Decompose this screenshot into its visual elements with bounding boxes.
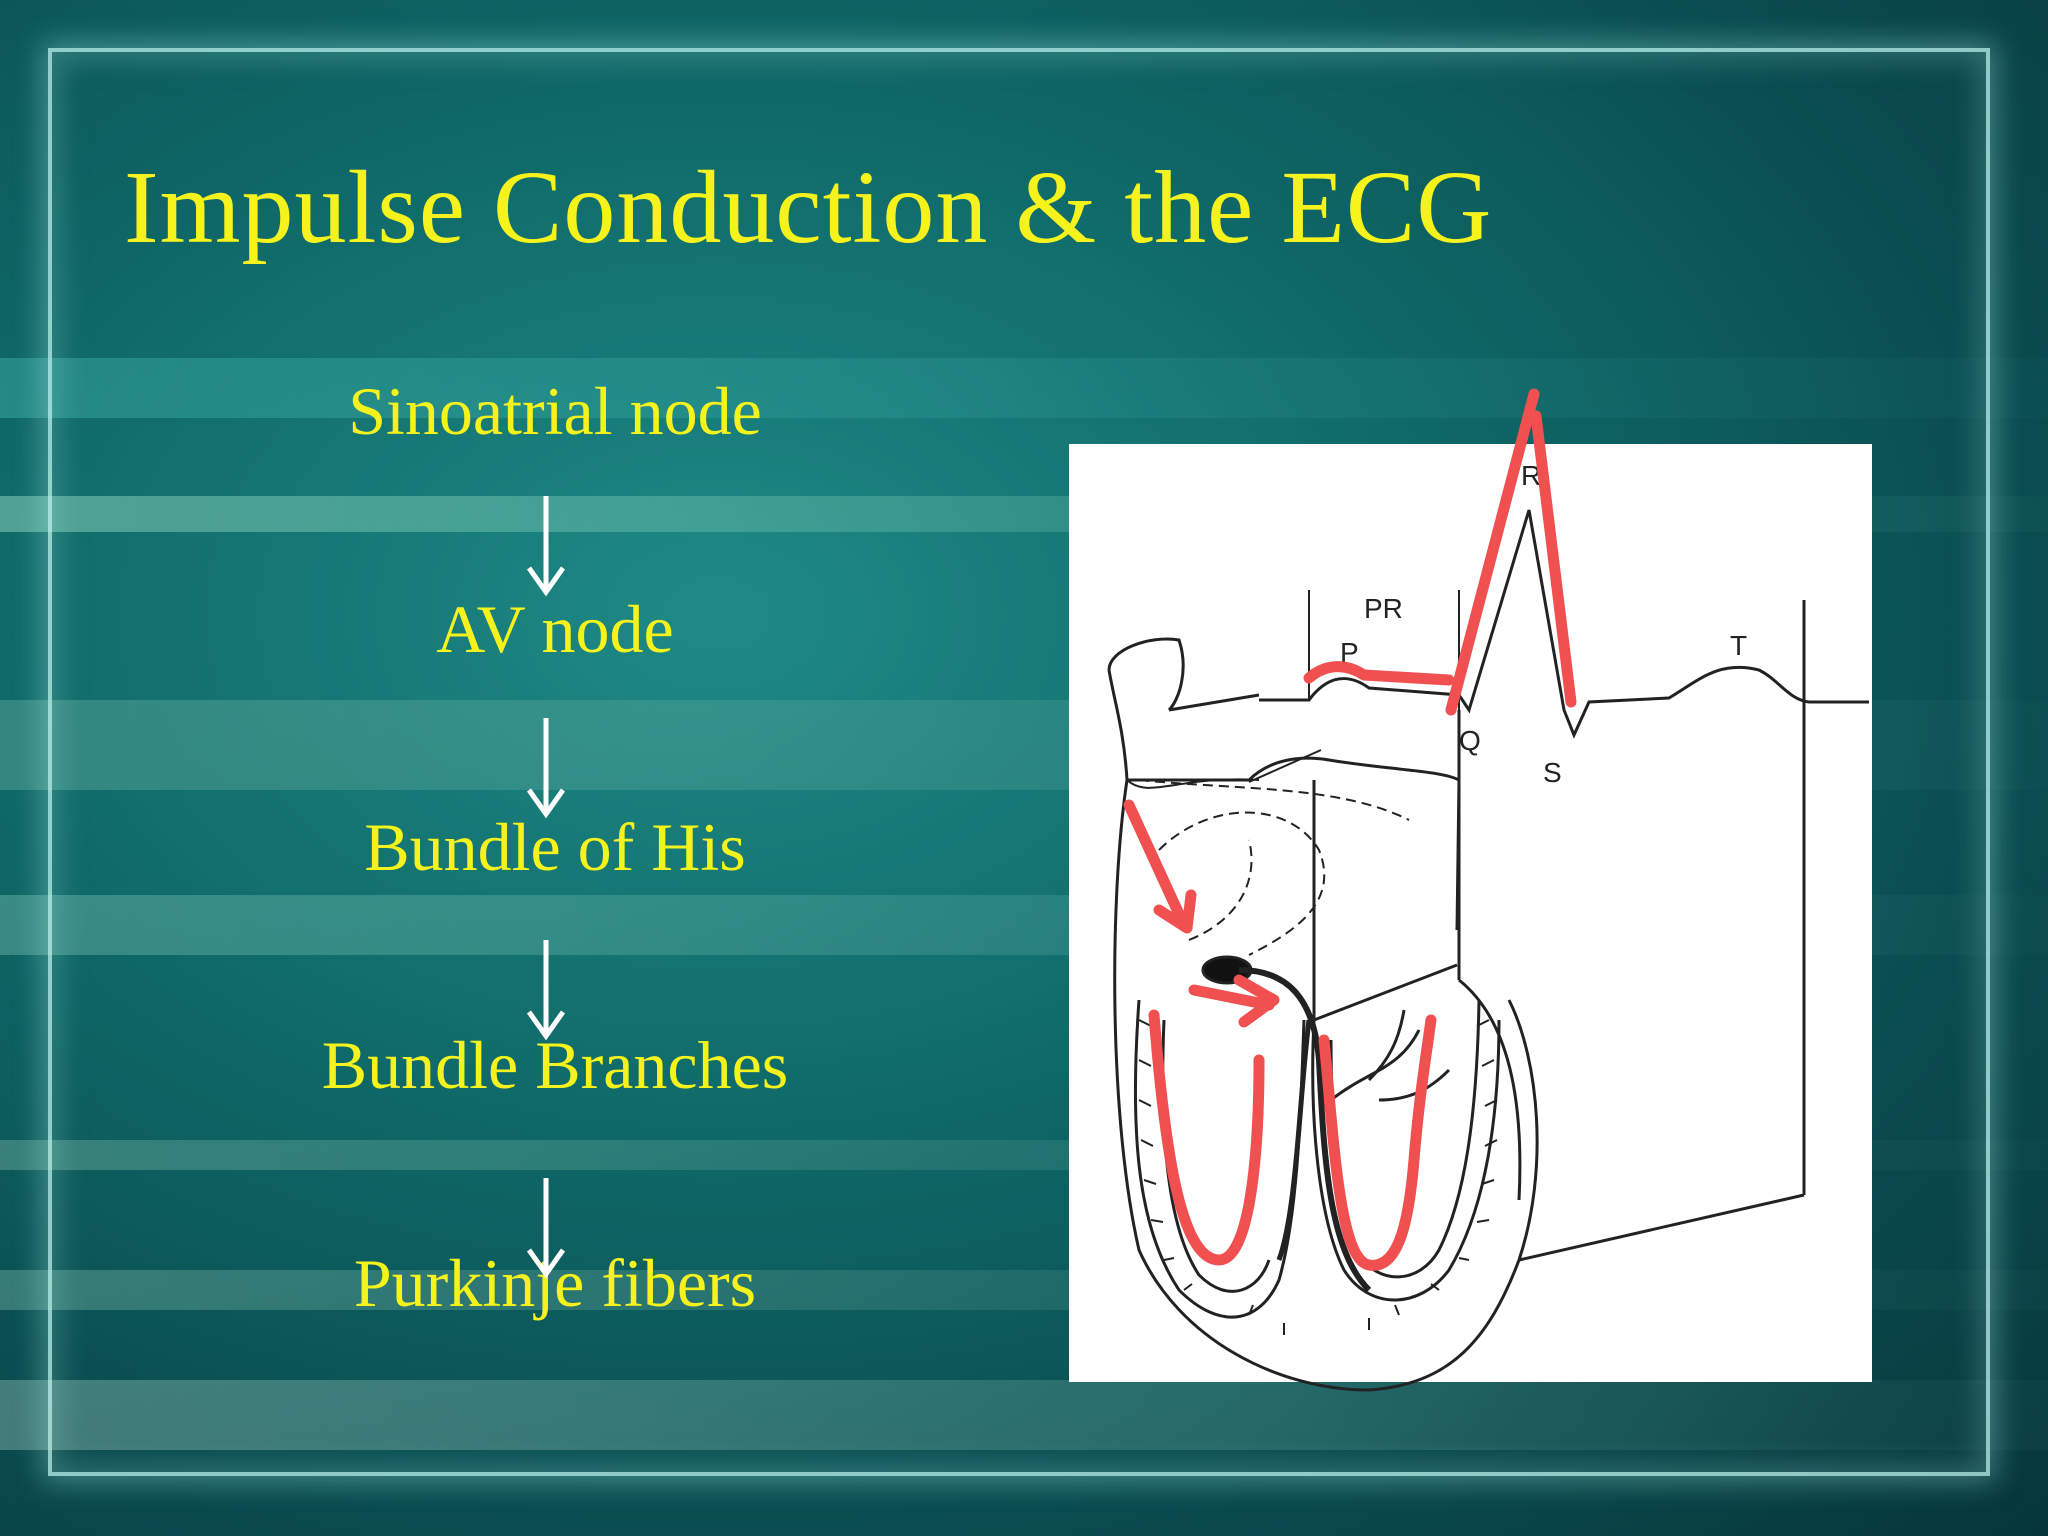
down-arrow-icon bbox=[526, 1178, 566, 1279]
background-stripe bbox=[0, 358, 2048, 418]
ecg-label-r: R bbox=[1521, 460, 1541, 491]
ecg-label-pr: PR bbox=[1364, 593, 1403, 624]
ecg-label-s: S bbox=[1543, 757, 1562, 788]
background-stripe bbox=[0, 1380, 2048, 1450]
down-arrow-icon bbox=[526, 718, 566, 819]
step-av-node: AV node bbox=[436, 591, 674, 667]
step-sinoatrial-node: Sinoatrial node bbox=[348, 373, 762, 449]
step-bundle-of-his: Bundle of His bbox=[364, 809, 746, 885]
red-highlight-overlay bbox=[1123, 388, 1577, 1271]
slide-title: Impulse Conduction & the ECG bbox=[124, 150, 1493, 265]
heart-ecg-diagram: PR P R Q S T bbox=[1107, 388, 1869, 1392]
step-bundle-branches: Bundle Branches bbox=[321, 1027, 789, 1103]
down-arrow-icon bbox=[526, 496, 566, 597]
ecg-label-t: T bbox=[1730, 630, 1747, 661]
ecg-label-p: P bbox=[1340, 637, 1359, 668]
ecg-label-q: Q bbox=[1459, 725, 1481, 756]
slide-frame bbox=[48, 48, 1990, 1476]
down-arrow-icon bbox=[526, 940, 566, 1041]
ecg-labels: PR P R Q S T bbox=[1340, 460, 1747, 788]
